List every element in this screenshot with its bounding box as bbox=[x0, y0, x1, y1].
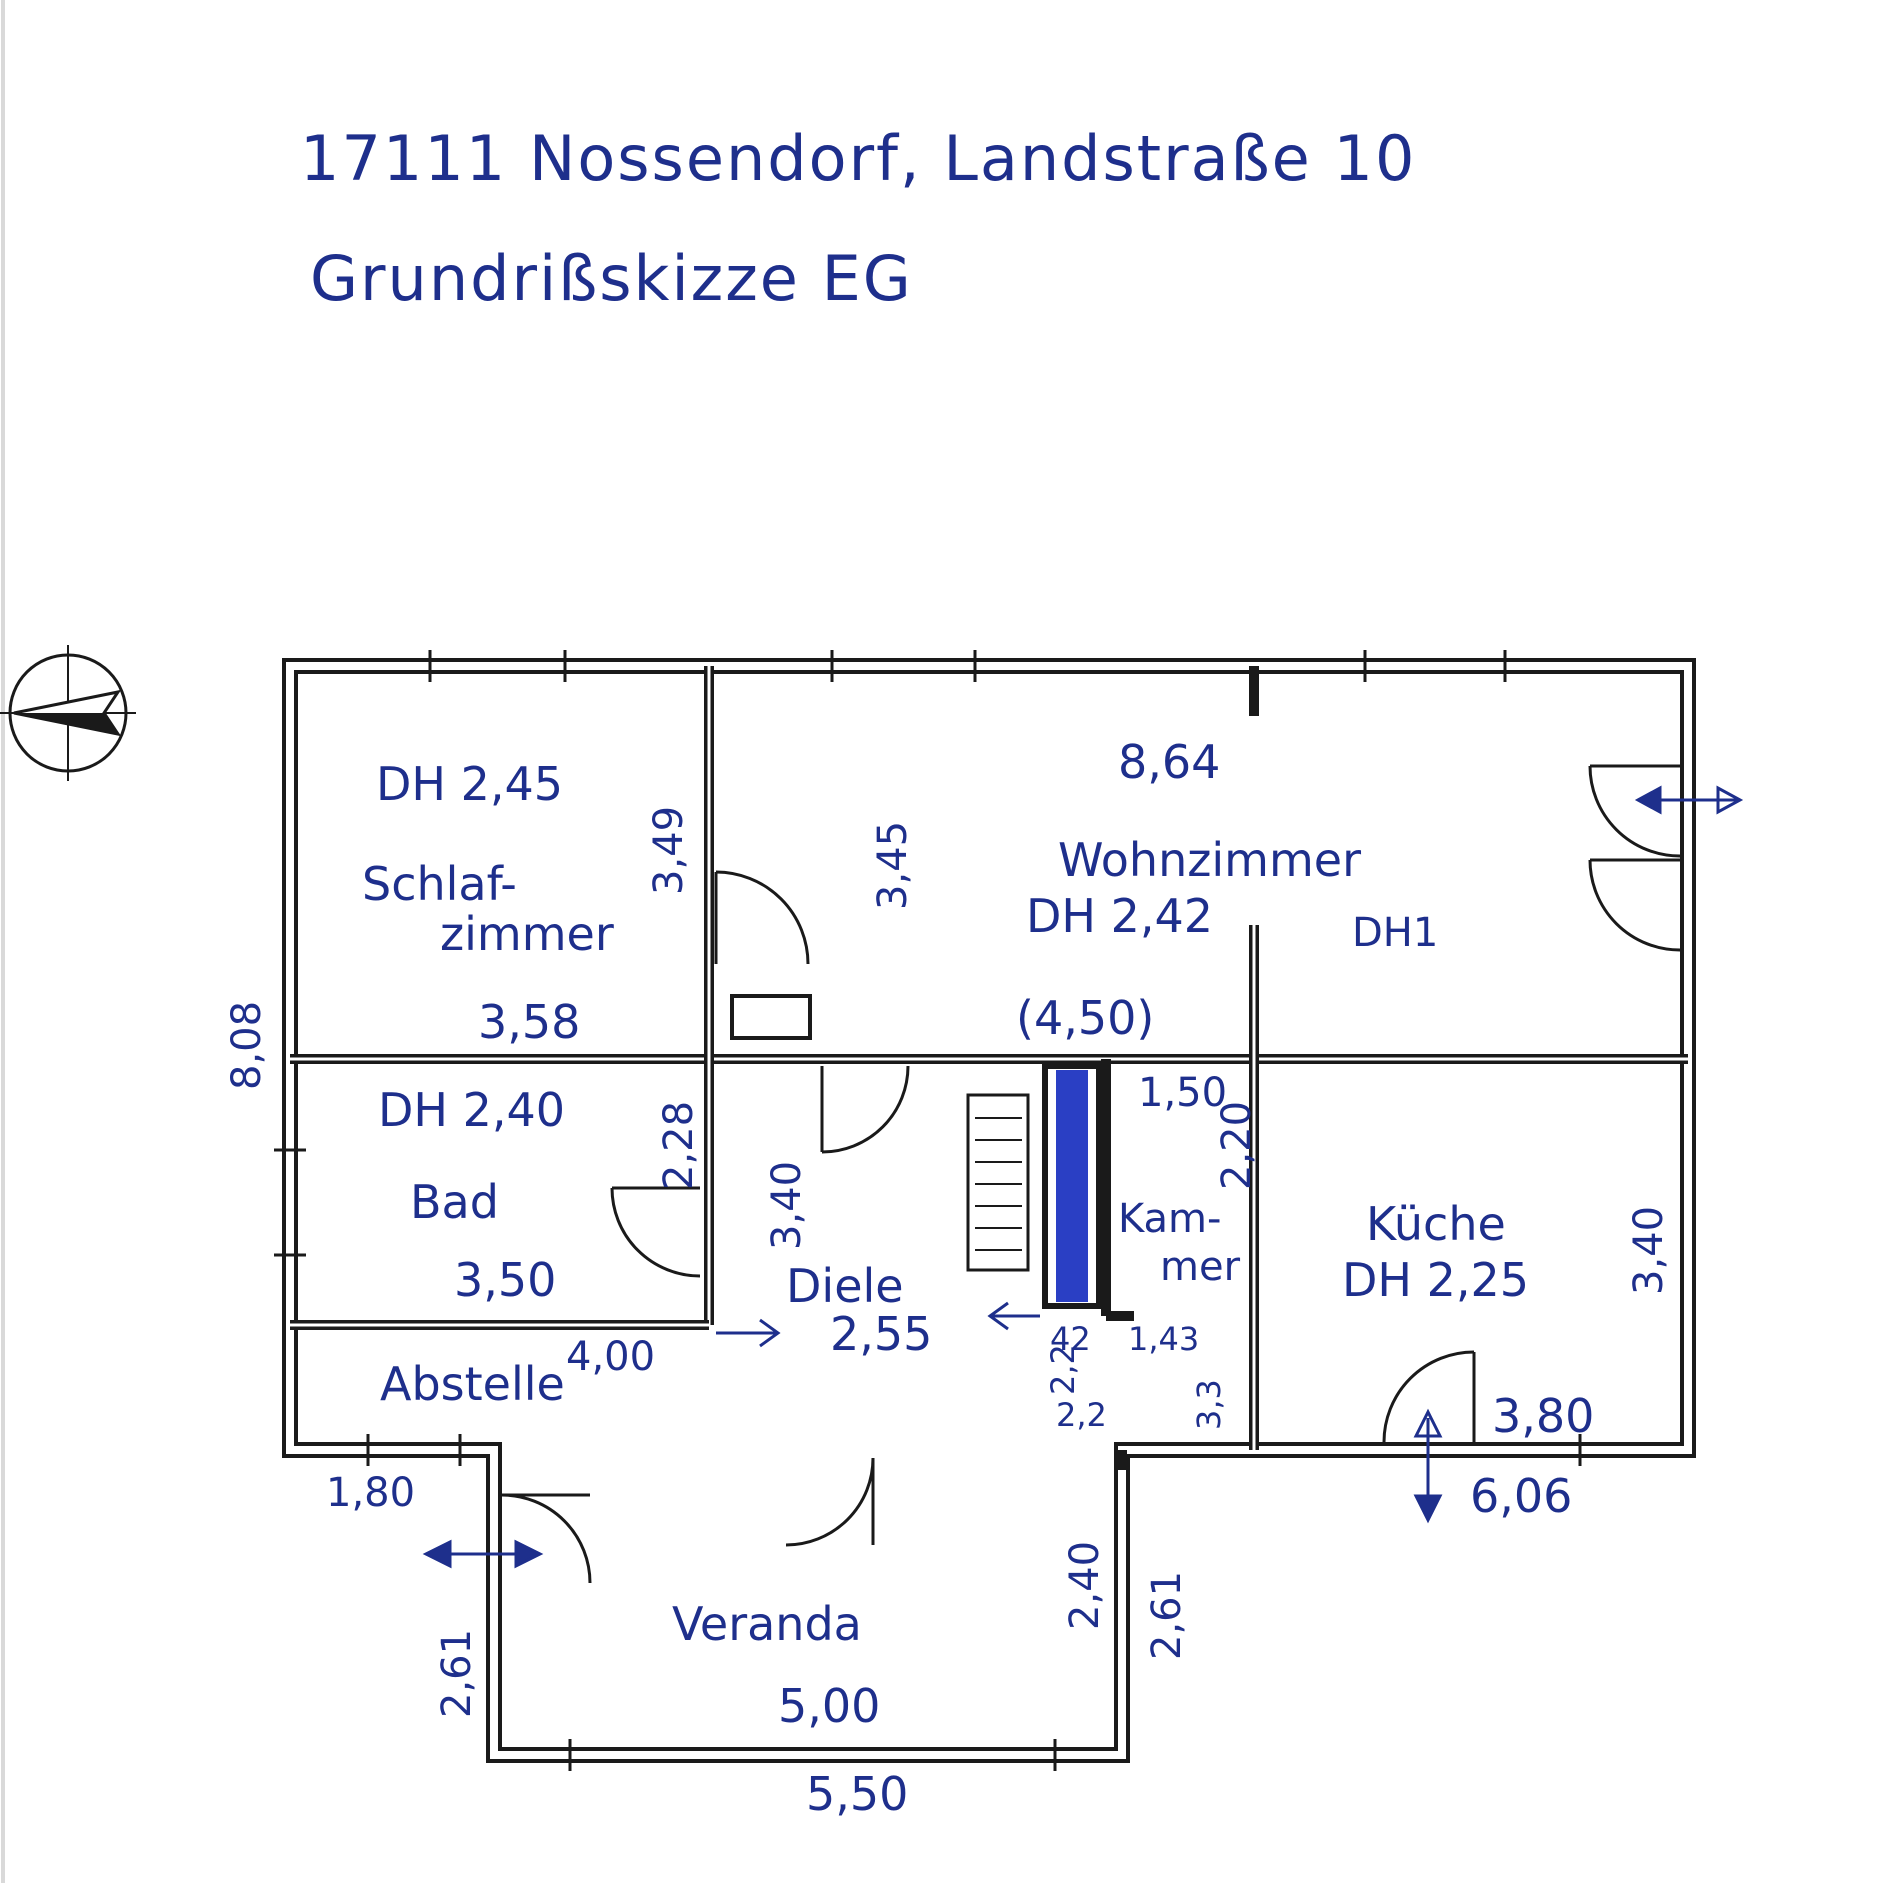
kammer-depth: 2,20 bbox=[1214, 1101, 1260, 1190]
bad-ceiling-height: DH 2,40 bbox=[378, 1083, 565, 1137]
abstelle-width: 4,00 bbox=[566, 1334, 655, 1380]
kammer-top-dimension: 1,50 bbox=[1138, 1070, 1227, 1116]
room-wohnzimmer: 8,64 Wohnzimmer DH 2,42 3,45 (4,50) DH1 bbox=[870, 735, 1438, 1045]
room-bad: DH 2,40 Bad 3,50 2,28 bbox=[378, 1083, 702, 1307]
room-abstelle: Abstelle 4,00 bbox=[380, 1334, 655, 1411]
wohnzimmer-depth: 3,45 bbox=[870, 821, 916, 910]
interior-walls bbox=[290, 666, 1688, 1470]
window-box-icon bbox=[730, 994, 812, 1040]
kammer-small-dimension: 2,2 bbox=[1044, 1344, 1082, 1395]
exit-arrow-icon bbox=[422, 1539, 544, 1569]
small-dimension-a: 2,2 bbox=[1056, 1396, 1107, 1434]
wohnzimmer-name: Wohnzimmer bbox=[1058, 833, 1361, 887]
door-icon bbox=[785, 1457, 875, 1547]
schlafzimmer-width: 3,58 bbox=[478, 995, 580, 1049]
wohnzimmer-right-ceiling-height: DH1 bbox=[1352, 910, 1438, 956]
chimney-shaft bbox=[1042, 1063, 1102, 1309]
bottom-right-dimension: 6,06 bbox=[1470, 1469, 1572, 1523]
veranda-outer-depth: 2,61 bbox=[1144, 1571, 1190, 1660]
door-icon bbox=[1588, 764, 1681, 858]
door-icon bbox=[1382, 1350, 1476, 1443]
exit-arrow-icon bbox=[1634, 785, 1744, 815]
small-dimension-b: 3,3 bbox=[1190, 1379, 1228, 1430]
veranda-right-depth: 2,40 bbox=[1062, 1541, 1108, 1630]
veranda-name: Veranda bbox=[672, 1597, 862, 1651]
room-veranda: Veranda 5,00 2,61 2,40 2,61 bbox=[434, 1541, 1190, 1733]
veranda-bottom-dimension: 5,50 bbox=[806, 1767, 908, 1821]
room-kammer: 1,50 2,20 Kam- mer 42 1,43 2,2 bbox=[1044, 1070, 1260, 1395]
exit-arrow-icon bbox=[1413, 1408, 1443, 1524]
title-plan-name: Grundrißskizze EG bbox=[310, 242, 913, 315]
wohnzimmer-bottom-dimension: (4,50) bbox=[1016, 991, 1154, 1045]
door-icon bbox=[501, 1493, 592, 1584]
door-icon bbox=[820, 1065, 910, 1154]
door-swing-arcs bbox=[501, 764, 1681, 1584]
arrows bbox=[422, 785, 1744, 1569]
schlafzimmer-name-line2: zimmer bbox=[440, 907, 614, 961]
abstelle-name: Abstelle bbox=[380, 1357, 565, 1411]
stairs-icon bbox=[966, 1093, 1030, 1272]
bad-name: Bad bbox=[410, 1175, 499, 1229]
veranda-left-depth: 2,61 bbox=[434, 1629, 480, 1718]
kammer-name-line2: mer bbox=[1160, 1244, 1241, 1290]
wohnzimmer-top-dimension: 8,64 bbox=[1118, 735, 1220, 789]
wohnzimmer-ceiling-height: DH 2,42 bbox=[1026, 889, 1213, 943]
bottom-left-dimension: 1,80 bbox=[326, 1470, 415, 1516]
kueche-ceiling-height: DH 2,25 bbox=[1342, 1253, 1529, 1307]
room-schlafzimmer: DH 2,45 Schlaf- zimmer 3,58 3,49 bbox=[362, 757, 692, 1049]
overall-dimensions: 8,08 1,80 6,06 5,50 2,2 3,3 bbox=[224, 1001, 1572, 1821]
diele-width: 2,55 bbox=[830, 1307, 932, 1361]
door-icon bbox=[1588, 858, 1681, 952]
kammer-chimney-width: 42 bbox=[1050, 1320, 1091, 1358]
bad-width: 3,50 bbox=[454, 1253, 556, 1307]
compass-icon bbox=[0, 645, 136, 781]
schlafzimmer-name-line1: Schlaf- bbox=[362, 857, 517, 911]
outer-walls bbox=[282, 658, 1696, 1763]
room-kueche: Küche DH 2,25 3,40 3,80 bbox=[1342, 1197, 1672, 1443]
diele-depth: 3,40 bbox=[764, 1161, 810, 1250]
door-icon bbox=[610, 1186, 701, 1278]
veranda-width: 5,00 bbox=[778, 1679, 880, 1733]
wall-ticks bbox=[274, 650, 1582, 1771]
room-diele: 3,40 Diele 2,55 bbox=[764, 1161, 932, 1361]
diele-name: Diele bbox=[786, 1259, 904, 1313]
title-address: 17111 Nossendorf, Landstraße 10 bbox=[300, 122, 1416, 195]
direction-arrow-icon bbox=[987, 1301, 1040, 1331]
direction-arrow-icon bbox=[716, 1318, 781, 1348]
kammer-name-line1: Kam- bbox=[1118, 1196, 1221, 1242]
kueche-name: Küche bbox=[1366, 1197, 1506, 1251]
schlafzimmer-ceiling-height: DH 2,45 bbox=[376, 757, 563, 811]
kueche-width: 3,80 bbox=[1492, 1389, 1594, 1443]
left-total-dimension: 8,08 bbox=[224, 1001, 270, 1090]
kueche-depth: 3,40 bbox=[1626, 1206, 1672, 1295]
bad-depth: 2,28 bbox=[656, 1101, 702, 1190]
kammer-bottom-dimension: 1,43 bbox=[1128, 1320, 1199, 1358]
door-icon bbox=[714, 870, 810, 965]
schlafzimmer-depth: 3,49 bbox=[646, 806, 692, 895]
